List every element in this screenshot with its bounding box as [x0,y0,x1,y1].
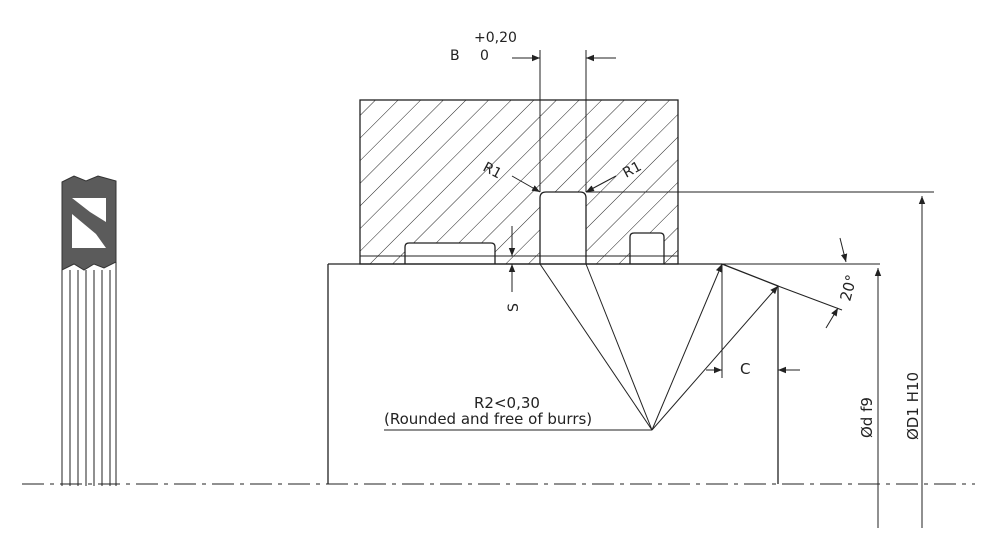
dimension-c: C [706,264,800,378]
tolerance-upper: +0,20 [474,30,517,46]
dimension-b: +0,20 B 0 [450,30,616,192]
angle-dimension: 20° [722,237,880,329]
seal-groove-upper [72,198,106,222]
diameter-dimensions: Ød f9 ØD1 H10 [586,191,934,528]
seal-body [61,175,117,271]
dimension-s: S [506,226,522,312]
r2-note: (Rounded and free of burrs) [384,410,592,428]
tolerance-lower: 0 [480,48,489,64]
seal-groove-lower [72,214,106,248]
housing [359,99,679,266]
angle-label: 20° [836,273,860,303]
shaft [327,263,779,484]
D1-label: ØD1 H10 [904,372,922,440]
c-label: C [740,360,750,378]
radius-right-label: R1 [620,159,644,182]
r2-label: R2<0,30 [474,394,540,412]
r2-leaders: R2<0,30 (Rounded and free of burrs) [384,263,779,431]
seal-profile [61,175,117,486]
radius-left-label: R1 [480,159,504,182]
s-label: S [506,303,522,312]
tolerance-letter: B [450,48,460,64]
d-label: Ød f9 [858,397,876,438]
radius-labels: R1 R1 [480,159,644,193]
